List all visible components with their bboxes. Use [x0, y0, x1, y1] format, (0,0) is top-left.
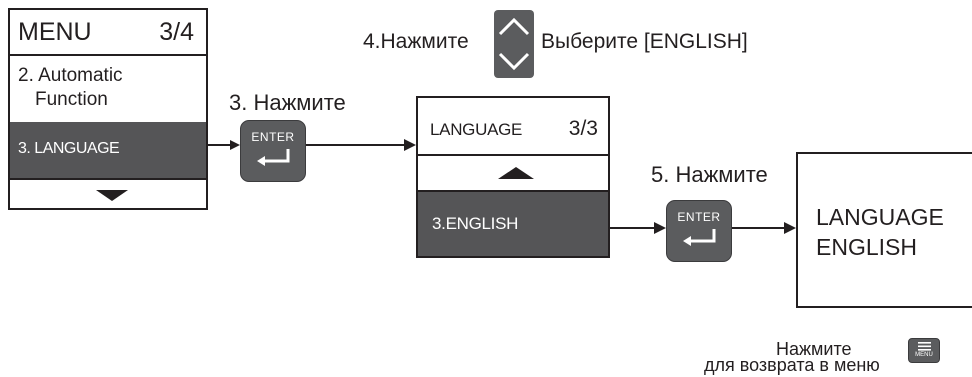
triangle-down-icon [96, 190, 128, 201]
menu-item-2-line2: Function [35, 89, 108, 110]
enter-label: ENTER [251, 130, 295, 144]
result-line-2: ENGLISH [816, 234, 917, 260]
arrow-right-icon [732, 222, 796, 234]
language-screen: LANGUAGE 3/3 3.ENGLISH [416, 96, 610, 258]
arrow-right-icon [610, 222, 666, 234]
enter-button-1: ENTER [240, 120, 306, 182]
step-4-instruction: Выберите [ENGLISH] [541, 30, 748, 53]
triangle-up-icon [498, 167, 534, 179]
menu-item-language-selected: 3. LANGUAGE [10, 122, 206, 178]
enter-icon [257, 149, 290, 166]
language-title: LANGUAGE [430, 120, 523, 139]
result-line-1: LANGUAGE [816, 204, 944, 230]
menu-title: MENU [18, 18, 92, 46]
return-press-text: Нажмите [776, 339, 852, 359]
language-scroll-up [418, 156, 608, 192]
arrow-right-icon [306, 139, 416, 151]
language-page-indicator: 3/3 [568, 117, 598, 140]
step-4-caption: 4.Нажмите [363, 30, 469, 53]
language-screen-header: LANGUAGE 3/3 [418, 98, 608, 156]
menu-label: MENU [915, 352, 933, 358]
return-instruction: для возврата в меню [704, 355, 880, 375]
step-5-caption: 5. Нажмите [651, 162, 768, 187]
enter-button-2: ENTER [666, 200, 732, 262]
up-down-icon [498, 17, 530, 71]
step-3-caption: 3. Нажмите [229, 90, 346, 115]
menu-page-indicator: 3/4 [159, 18, 194, 46]
up-down-button [494, 10, 534, 78]
menu-icon [918, 342, 931, 351]
menu-screen: MENU 3/4 2. Automatic Function 3. LANGUA… [8, 8, 208, 210]
menu-screen-header: MENU 3/4 [10, 10, 206, 56]
result-screen: LANGUAGE ENGLISH [796, 152, 972, 308]
enter-label: ENTER [677, 210, 721, 224]
menu-button: MENU [908, 338, 940, 363]
menu-item-2-line1: 2. Automatic [18, 65, 123, 86]
language-option-label: 3.ENGLISH [432, 214, 519, 233]
language-option-english-selected: 3.ENGLISH [418, 192, 608, 256]
menu-item-3-label: 3. LANGUAGE [18, 140, 120, 157]
menu-scroll-down [10, 178, 206, 210]
enter-icon [683, 229, 716, 246]
menu-item-automatic-function: 2. Automatic Function [18, 64, 123, 112]
arrow-right-icon [208, 140, 240, 150]
